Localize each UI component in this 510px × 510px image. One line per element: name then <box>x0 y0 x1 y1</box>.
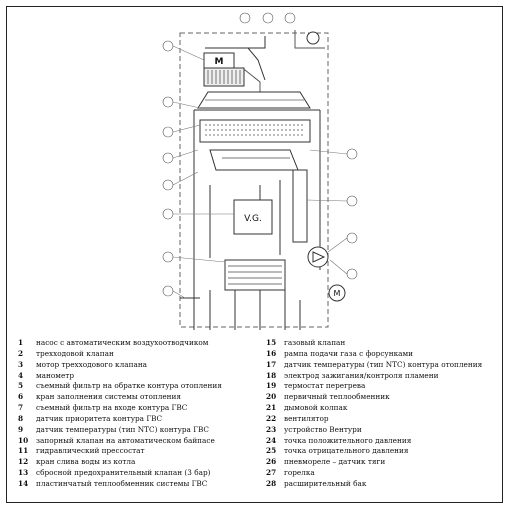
flue-duct <box>205 36 266 81</box>
gas-valve-vg <box>233 199 273 235</box>
fan-motor-label: M <box>215 57 224 67</box>
primary-heat-exchanger <box>199 119 311 143</box>
figure-frame <box>6 6 503 503</box>
boiler-schematic: V.G. M M <box>162 12 358 330</box>
boiler-casing-outline <box>179 32 329 328</box>
expansion-tank <box>292 169 308 243</box>
valve-motor-label: M <box>334 289 341 298</box>
burner <box>209 149 299 171</box>
three-way-valve-motor <box>328 284 346 302</box>
manometer <box>306 31 320 45</box>
gas-valve-label: V.G. <box>244 214 262 224</box>
plate-heat-exchanger <box>224 259 286 291</box>
